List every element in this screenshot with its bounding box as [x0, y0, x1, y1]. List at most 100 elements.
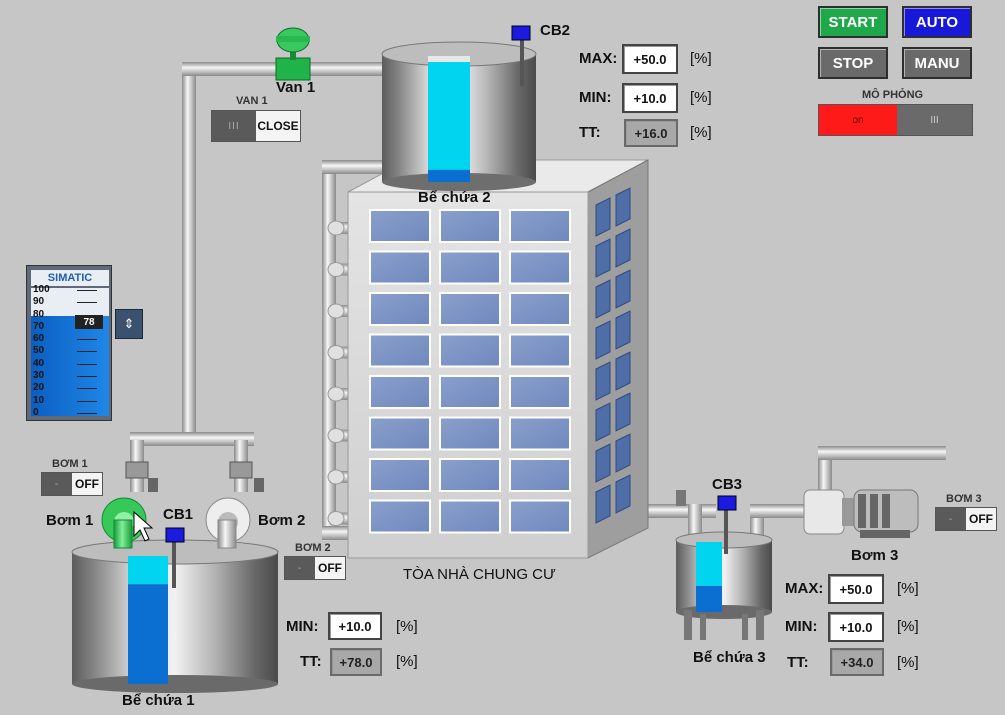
slider-tick-label: 30: [33, 370, 45, 382]
tank-3-max-input[interactable]: +50.0: [828, 574, 884, 604]
pump-1-graphic[interactable]: [101, 461, 158, 549]
building-window: [509, 458, 571, 492]
pump-1-name: Bơm 1: [46, 512, 94, 529]
manu-button[interactable]: MANU: [902, 47, 972, 79]
slider-tick-label: 40: [33, 357, 45, 369]
valve-1-toggle[interactable]: III CLOSE: [211, 110, 301, 142]
slider-tick-label: 60: [33, 333, 45, 345]
tank-3-tt-label: TT:: [787, 654, 809, 671]
slider-tick-line: [77, 388, 97, 390]
building-window: [369, 250, 431, 285]
slider-tick-line: [77, 351, 97, 353]
slider-value-marker[interactable]: 78: [75, 315, 103, 330]
tank-1-min-input[interactable]: +10.0: [328, 612, 382, 640]
pump-1-toggle-handle: -: [42, 473, 72, 495]
building-window: [369, 333, 431, 368]
building-window: [509, 209, 571, 243]
slider-tick-line: [77, 412, 97, 414]
cb1-sensor-label: CB1: [163, 506, 194, 523]
tank-2-max-unit: [%]: [690, 50, 712, 67]
tank-1-vessel: [71, 527, 279, 693]
auto-button[interactable]: AUTO: [902, 6, 972, 38]
tank-2-min-label: MIN:: [579, 89, 612, 106]
valve-1-graphic[interactable]: [275, 27, 311, 81]
slider-tick-line: [77, 339, 97, 341]
slider-stepper[interactable]: ⇕: [115, 309, 143, 339]
tank-1-name: Bể chứa 1: [122, 692, 195, 709]
building-window: [439, 499, 501, 534]
tank-1-min-label: MIN:: [286, 618, 319, 635]
building-side-window: [595, 361, 611, 401]
building-side-window: [615, 228, 631, 268]
pump-2-toggle-state: OFF: [315, 557, 345, 579]
simulation-toggle[interactable]: on III: [818, 104, 973, 136]
slider-fill: [31, 316, 109, 416]
pump-3-toggle-state: OFF: [966, 508, 996, 530]
building-window: [369, 416, 431, 451]
slider-tick-line: [77, 290, 97, 291]
tank-2-max-input[interactable]: +50.0: [622, 44, 678, 74]
pump-3-toggle[interactable]: - OFF: [935, 507, 997, 531]
building-side-window: [595, 279, 611, 319]
building-window: [439, 250, 501, 285]
tank-2-min-input[interactable]: +10.0: [622, 83, 678, 113]
tank-3-min-input[interactable]: +10.0: [828, 612, 884, 642]
pump-1-toggle[interactable]: - OFF: [41, 472, 103, 496]
tank-2-name: Bể chứa 2: [418, 189, 491, 206]
building-side-window: [615, 187, 631, 227]
tank-3-max-label: MAX:: [785, 580, 824, 597]
simatic-brand: SIMATIC: [31, 270, 109, 286]
building-window: [439, 333, 501, 368]
cb3-sensor-label: CB3: [712, 476, 743, 493]
pump-2-toggle-label: BƠM 2: [295, 542, 331, 554]
pump-2-toggle[interactable]: - OFF: [284, 556, 346, 580]
slider-tick-label: 50: [33, 345, 45, 357]
building-window: [439, 416, 501, 451]
building-side-window: [595, 320, 611, 360]
pump-2-toggle-handle: -: [285, 557, 315, 579]
tank-1-tt-unit: [%]: [396, 653, 418, 670]
pump-2-graphic[interactable]: [205, 461, 264, 549]
building-side-window: [615, 310, 631, 350]
simulation-off: III: [897, 105, 972, 135]
tank-1-min-unit: [%]: [396, 618, 418, 635]
cb2-sensor-label: CB2: [540, 22, 571, 39]
pump-3-name: Bơm 3: [851, 547, 899, 564]
start-button[interactable]: START: [818, 6, 888, 38]
tank-3-max-unit: [%]: [897, 580, 919, 597]
tank-2-max-label: MAX:: [579, 50, 618, 67]
tank-3-vessel: [675, 490, 773, 640]
building-side-window: [595, 484, 611, 524]
slider-tick-line: [77, 302, 97, 304]
slider-tick-line: [77, 376, 97, 378]
building-side-window: [615, 474, 631, 514]
slider-tick-label: 70: [33, 320, 45, 332]
building-window: [369, 375, 431, 409]
slider-tick-label: 10: [33, 394, 45, 406]
building-window: [509, 499, 571, 534]
tank-2-tt-readout: +16.0: [624, 119, 678, 147]
pump-3-toggle-label: BƠM 3: [946, 493, 982, 505]
pump-1-toggle-state: OFF: [72, 473, 102, 495]
tank-2-vessel: [381, 25, 537, 191]
stop-button[interactable]: STOP: [818, 47, 888, 79]
building-window: [509, 333, 571, 368]
slider-tick-label: 20: [33, 382, 45, 394]
building-side-window: [595, 238, 611, 278]
tank-1-tt-readout: +78.0: [330, 648, 382, 676]
tank-2-min-unit: [%]: [690, 89, 712, 106]
pump-3-graphic[interactable]: [803, 489, 919, 538]
building-side-window: [615, 351, 631, 391]
building-side-window: [615, 269, 631, 309]
updown-icon: ⇕: [123, 316, 135, 331]
slider-tick-line: [77, 400, 97, 402]
pump-3-toggle-handle: -: [936, 508, 966, 530]
valve-1-name: Van 1: [276, 79, 316, 96]
simulation-on: on: [819, 105, 897, 135]
building-window: [509, 375, 571, 409]
building-side-window: [595, 443, 611, 483]
building-side-window: [615, 433, 631, 473]
